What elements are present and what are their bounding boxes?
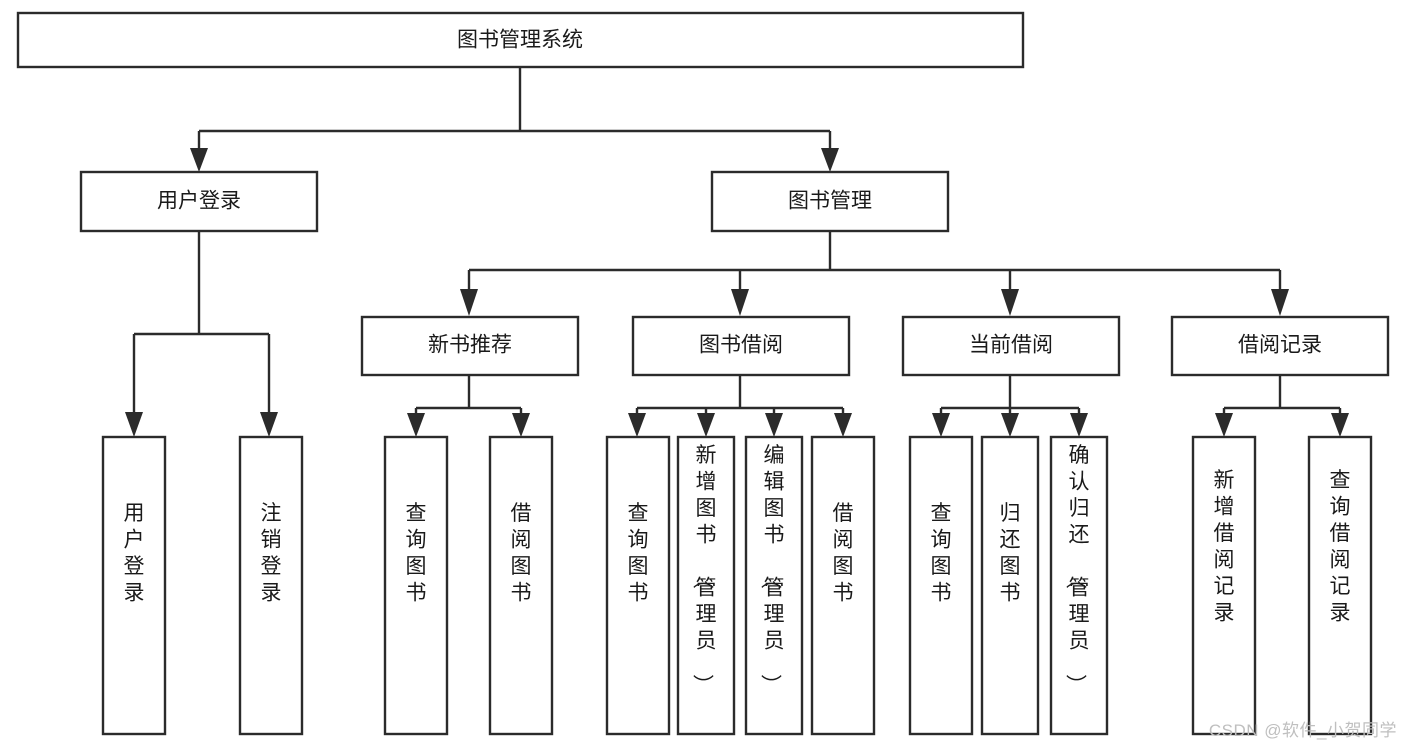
node-root-box[interactable] <box>16 11 1025 69</box>
arrow-to-login <box>190 148 208 172</box>
arrow-to-leaf-1 <box>125 412 143 437</box>
arrow-to-leaf-13 <box>1331 413 1349 437</box>
node-leaf-13-label: 查询借阅记录 <box>1330 469 1351 625</box>
node-leaf-9-box[interactable] <box>908 435 974 736</box>
arrow-to-bookmgmt <box>821 148 839 172</box>
arrow-to-current <box>1001 289 1019 316</box>
node-leaf-11-box[interactable] <box>1049 435 1109 736</box>
node-newbook-box[interactable] <box>360 315 580 377</box>
node-leaf-7[interactable]: 编辑图书（管理员） <box>744 435 804 736</box>
node-bookmgmt-box[interactable] <box>710 170 950 233</box>
arrow-to-records <box>1271 289 1289 316</box>
arrow-to-borrow <box>731 289 749 316</box>
connector-layer <box>125 67 1349 437</box>
node-leaf-5[interactable]: 查询图书 <box>605 435 671 736</box>
node-leaf-2-label: 注销登录 <box>261 502 282 605</box>
node-leaf-9[interactable]: 查询图书 <box>908 435 974 736</box>
node-leaf-10-label: 归还图书 <box>1000 502 1021 605</box>
node-leaf-13-box[interactable] <box>1307 435 1373 736</box>
node-leaf-6[interactable]: 新增图书（管理员） <box>676 435 736 736</box>
arrow-to-leaf-12 <box>1215 413 1233 437</box>
node-leaf-5-box[interactable] <box>605 435 671 736</box>
arrow-to-newbook <box>460 289 478 316</box>
arrow-to-leaf-9 <box>932 413 950 437</box>
node-leaf-6-label: 新增图书（管理员） <box>691 444 717 695</box>
node-leaf-8[interactable]: 借阅图书 <box>810 435 876 736</box>
node-login-label: 用户登录 <box>157 190 241 213</box>
arrow-to-leaf-4 <box>512 413 530 437</box>
node-leaf-10[interactable]: 归还图书 <box>980 435 1040 736</box>
node-leaf-2[interactable]: 注销登录 <box>238 435 304 736</box>
node-leaf-1-box[interactable] <box>101 435 167 736</box>
node-leaf-12-box[interactable] <box>1191 435 1257 736</box>
node-borrow-label: 图书借阅 <box>699 334 783 357</box>
node-leaf-3-box[interactable] <box>383 435 449 736</box>
node-current-label: 当前借阅 <box>969 334 1053 357</box>
node-login[interactable]: 用户登录 <box>79 170 319 233</box>
node-newbook[interactable]: 新书推荐 <box>360 315 580 377</box>
arrow-to-leaf-2 <box>260 412 278 437</box>
node-leaf-8-box[interactable] <box>810 435 876 736</box>
node-leaf-2-box[interactable] <box>238 435 304 736</box>
node-leaf-3-label: 查询图书 <box>406 502 427 605</box>
node-root[interactable]: 图书管理系统 <box>16 11 1025 69</box>
arrow-to-leaf-5 <box>628 413 646 437</box>
node-records-label: 借阅记录 <box>1238 334 1322 357</box>
node-leaf-6-box[interactable] <box>676 435 736 736</box>
node-root-label: 图书管理系统 <box>457 29 583 52</box>
leaf-layer: 用户登录 注销登录 查询图书 借阅图书 查询图书 新增图书（管理员） <box>101 435 1373 736</box>
node-borrow-box[interactable] <box>631 315 851 377</box>
arrow-to-leaf-10 <box>1001 413 1019 437</box>
node-login-box[interactable] <box>79 170 319 233</box>
arrow-to-leaf-3 <box>407 413 425 437</box>
node-leaf-5-label: 查询图书 <box>628 502 649 605</box>
node-leaf-1[interactable]: 用户登录 <box>101 435 167 736</box>
node-leaf-4-box[interactable] <box>488 435 554 736</box>
node-current[interactable]: 当前借阅 <box>901 315 1121 377</box>
node-leaf-4-label: 借阅图书 <box>511 502 532 605</box>
node-leaf-12[interactable]: 新增借阅记录 <box>1191 435 1257 736</box>
node-bookmgmt[interactable]: 图书管理 <box>710 170 950 233</box>
node-leaf-13[interactable]: 查询借阅记录 <box>1307 435 1373 736</box>
node-current-box[interactable] <box>901 315 1121 377</box>
node-leaf-11-label: 确认归还（管理员） <box>1064 444 1090 695</box>
node-leaf-11[interactable]: 确认归还（管理员） <box>1049 435 1109 736</box>
node-bookmgmt-label: 图书管理 <box>788 190 872 213</box>
node-borrow[interactable]: 图书借阅 <box>631 315 851 377</box>
node-leaf-9-label: 查询图书 <box>931 502 952 605</box>
node-leaf-12-label: 新增借阅记录 <box>1214 469 1235 625</box>
arrow-to-leaf-6 <box>697 413 715 437</box>
node-leaf-4[interactable]: 借阅图书 <box>488 435 554 736</box>
arrow-to-leaf-7 <box>765 413 783 437</box>
node-leaf-3[interactable]: 查询图书 <box>383 435 449 736</box>
csdn-watermark: CSDN @软件_小贺同学 <box>1208 721 1397 740</box>
node-leaf-7-label: 编辑图书（管理员） <box>759 444 785 695</box>
arrow-to-leaf-11 <box>1070 413 1088 437</box>
node-leaf-7-box[interactable] <box>744 435 804 736</box>
arrow-to-leaf-8 <box>834 413 852 437</box>
node-newbook-label: 新书推荐 <box>428 334 512 357</box>
node-leaf-8-label: 借阅图书 <box>833 502 854 605</box>
node-records-box[interactable] <box>1170 315 1390 377</box>
node-leaf-1-label: 用户登录 <box>124 502 145 605</box>
node-records[interactable]: 借阅记录 <box>1170 315 1390 377</box>
node-leaf-10-box[interactable] <box>980 435 1040 736</box>
